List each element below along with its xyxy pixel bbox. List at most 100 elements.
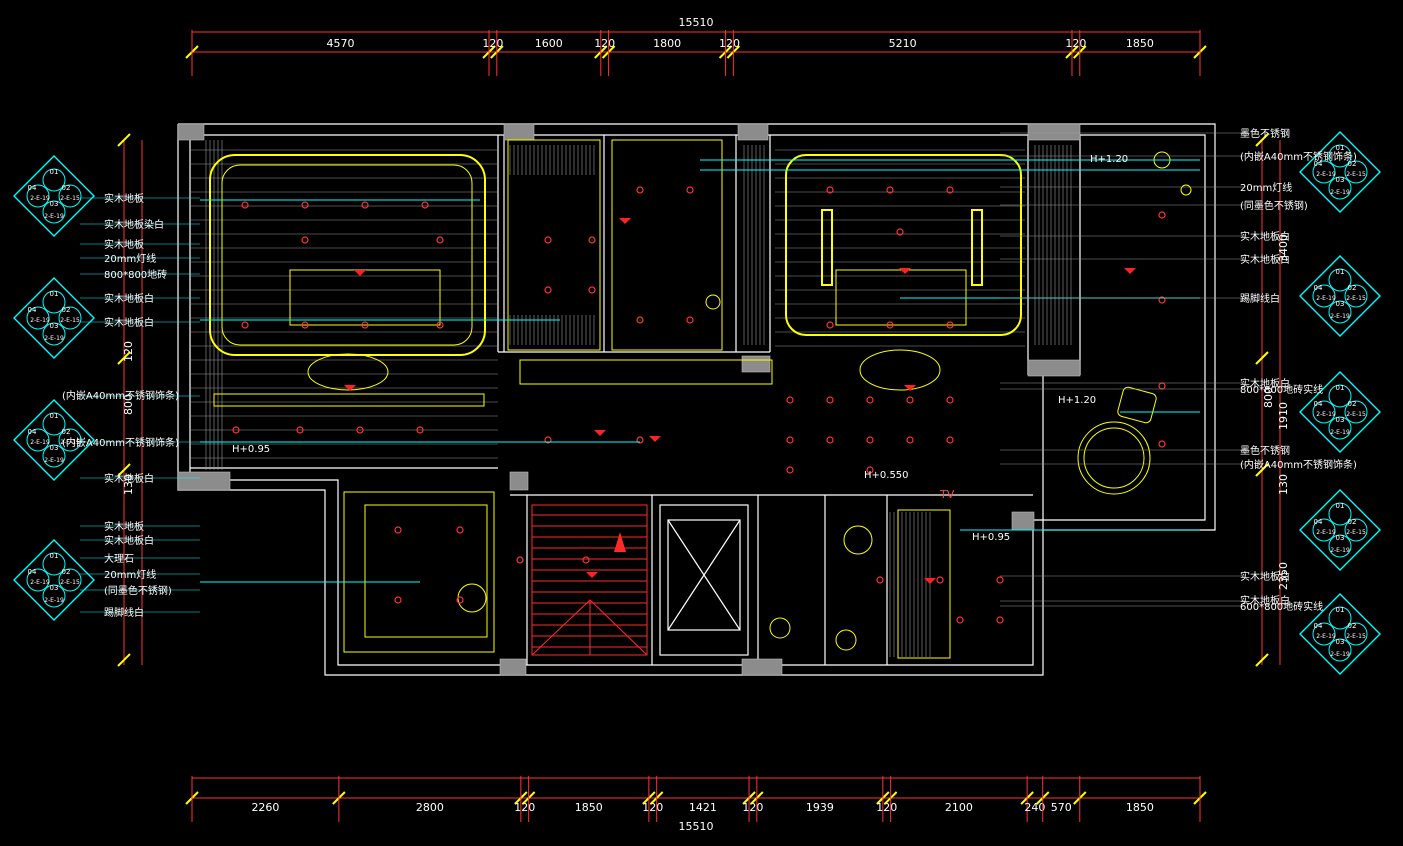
callout-code: 2-E-19: [1316, 633, 1336, 640]
left-note: 800*800地砖: [104, 268, 167, 281]
light-point: [886, 186, 894, 194]
light-point: [786, 436, 794, 444]
light-point: [946, 396, 954, 404]
elevation-marker: [594, 430, 606, 436]
light-point: [301, 236, 309, 244]
light-point: [436, 236, 444, 244]
callout-sub-circle: [1344, 518, 1368, 542]
callout-code: 2-E-19: [44, 597, 64, 604]
bottom-seg-label: 2260: [251, 801, 279, 814]
light-point: [946, 186, 954, 194]
callout-sub-circle: [1344, 160, 1368, 184]
h120-label-2: H+1.20: [1090, 154, 1128, 165]
callout-number: 02: [1348, 400, 1357, 408]
left-note: (同墨色不锈钢): [104, 584, 172, 597]
right-dimension-string: 3400 800 1910 130 2350: [1255, 133, 1290, 667]
elevation-marker: [354, 270, 366, 276]
right-note: 实木地板白: [1240, 570, 1290, 583]
light-point: [544, 286, 552, 294]
bottom-seg-label: 1939: [806, 801, 834, 814]
left-note: 实木地板染白: [104, 218, 164, 231]
light-point: [996, 616, 1004, 624]
top-seg-label: 120: [719, 37, 740, 50]
callout-code: 2-E-15: [1346, 529, 1366, 536]
right-note: 墨色不锈钢: [1240, 444, 1290, 457]
right-dim-4: 130: [1277, 474, 1290, 495]
h120-label: H+1.20: [1058, 395, 1096, 406]
callout-number: 04: [28, 568, 37, 576]
callout-number: 01: [1336, 606, 1345, 614]
top-total-dimension: 15510: [679, 16, 714, 29]
callout-border: [13, 155, 95, 237]
callout-number: 02: [62, 184, 71, 192]
bottom-seg-label: 1850: [575, 801, 603, 814]
callout-number: 04: [1314, 160, 1323, 168]
light-point: [301, 201, 309, 209]
bottom-seg-label: 1850: [1126, 801, 1154, 814]
callout-sub-circle: [42, 168, 66, 192]
bottom-seg-label: 120: [514, 801, 535, 814]
callout-sub-circle: [58, 568, 82, 592]
callout-number: 01: [50, 552, 59, 560]
staircase: [531, 504, 648, 656]
h055-label: H+0.550: [864, 470, 909, 481]
callout-code: 2-E-19: [44, 457, 64, 464]
callout-code: 2-E-19: [1316, 529, 1336, 536]
bottom-seg-label: 120: [742, 801, 763, 814]
callout-sub-circle: [1344, 400, 1368, 424]
callout-sub-circle: [1328, 502, 1352, 526]
callout-number: 01: [1336, 268, 1345, 276]
room-labels: TV H+1.20 H+1.20 H+0.95 H+0.95 H+0.550: [232, 154, 1128, 543]
left-note: 踢脚线白: [104, 606, 144, 619]
callout-code: 2-E-15: [60, 439, 80, 446]
stair-arrow: [614, 532, 626, 552]
elevation-marker: [899, 268, 911, 274]
callout-sub-circle: [58, 428, 82, 452]
right-note: 20mm灯线: [1240, 181, 1292, 194]
callout-code: 2-E-15: [1346, 411, 1366, 418]
right-dim-1: 3400: [1277, 234, 1290, 262]
light-point: [232, 426, 240, 434]
callout-number: 03: [1336, 300, 1345, 308]
light-point: [826, 436, 834, 444]
callout-sub-circle: [26, 184, 50, 208]
callout-code: 2-E-19: [30, 195, 50, 202]
bottom-seg-label: 570: [1051, 801, 1072, 814]
callout-number: 03: [50, 584, 59, 592]
right-note: 实木地板白: [1240, 377, 1290, 390]
left-dim-2: 800: [122, 394, 135, 415]
left-dim-1: 120: [122, 341, 135, 362]
callout-sub-circle: [1312, 400, 1336, 424]
callout-number: 01: [1336, 384, 1345, 392]
bottom-total-dimension: 15510: [679, 820, 714, 833]
light-point: [516, 556, 524, 564]
bottom-seg-label: 120: [876, 801, 897, 814]
callout-code: 2-E-15: [1346, 171, 1366, 178]
light-point: [361, 321, 369, 329]
ceiling-features: [209, 139, 1192, 659]
callout-sub-circle: [1328, 300, 1352, 324]
callout-border: [1299, 593, 1381, 675]
callout-border: [1299, 255, 1381, 337]
callout-number: 04: [1314, 400, 1323, 408]
callout-number: 02: [1348, 284, 1357, 292]
callout-code: 2-E-15: [60, 317, 80, 324]
callout-code: 2-E-19: [1330, 189, 1350, 196]
hatching: [190, 140, 1072, 657]
callout-sub-circle: [42, 552, 66, 576]
leader-lines: [80, 132, 1245, 613]
